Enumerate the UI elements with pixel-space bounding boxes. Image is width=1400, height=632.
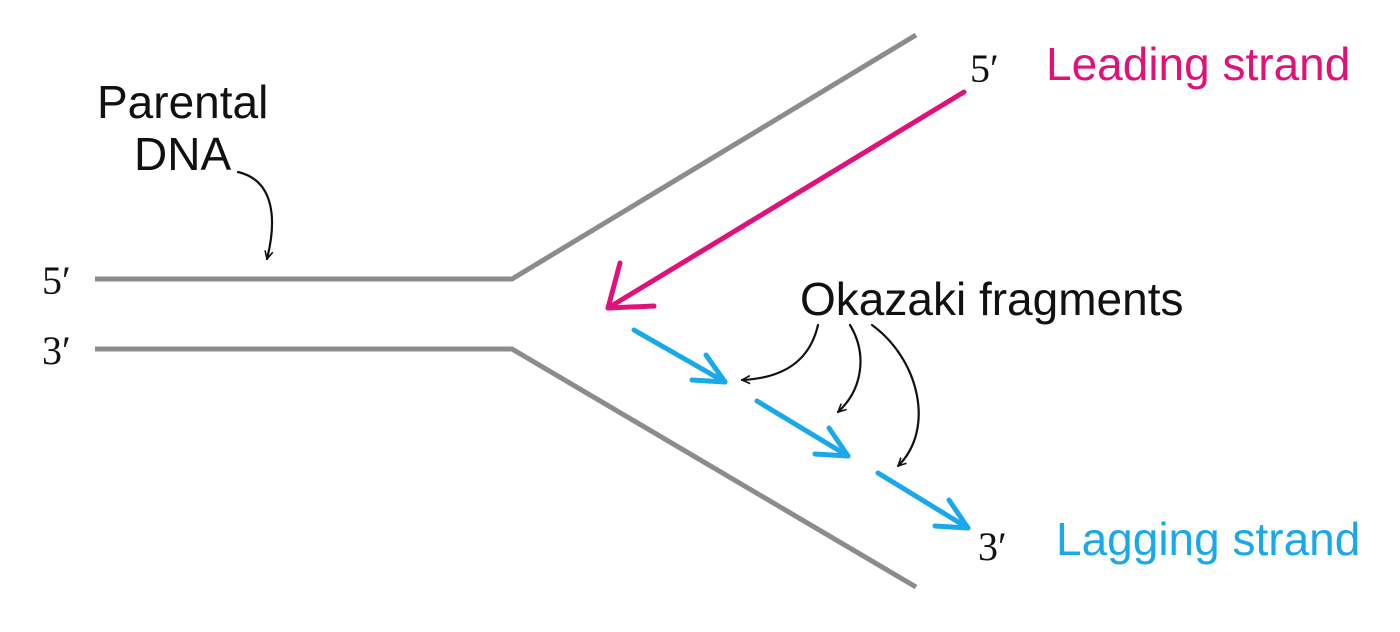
okazaki-pointer-3 [870,323,920,466]
parental-bottom-strand [95,346,918,590]
parental-dna-label-line1: Parental [97,76,268,128]
okazaki-fragment-1 [631,327,728,385]
lagging-strand-label: Lagging strand [1056,513,1360,565]
lagging-end-label: 3′ [978,524,1007,569]
parental-dna-pointer [236,170,272,259]
bottom-left-end-label: 3′ [42,328,71,373]
okazaki-fragment-3 [875,470,971,531]
leading-strand-arrow [605,89,967,311]
okazaki-fragments [631,327,971,531]
pointer-arrows [236,170,920,466]
parental-top-strand [95,32,918,282]
okazaki-pointer-1 [742,323,820,380]
okazaki-fragment-2 [754,398,851,459]
leading-strand-label: Leading strand [1046,38,1350,90]
okazaki-fragments-label: Okazaki fragments [800,273,1183,325]
okazaki-pointer-2 [838,323,862,412]
parental-dna-strands [95,32,918,590]
parental-dna-label-line2: DNA [134,128,231,180]
leading-end-label: 5′ [970,46,999,91]
top-left-end-label: 5′ [42,258,71,303]
